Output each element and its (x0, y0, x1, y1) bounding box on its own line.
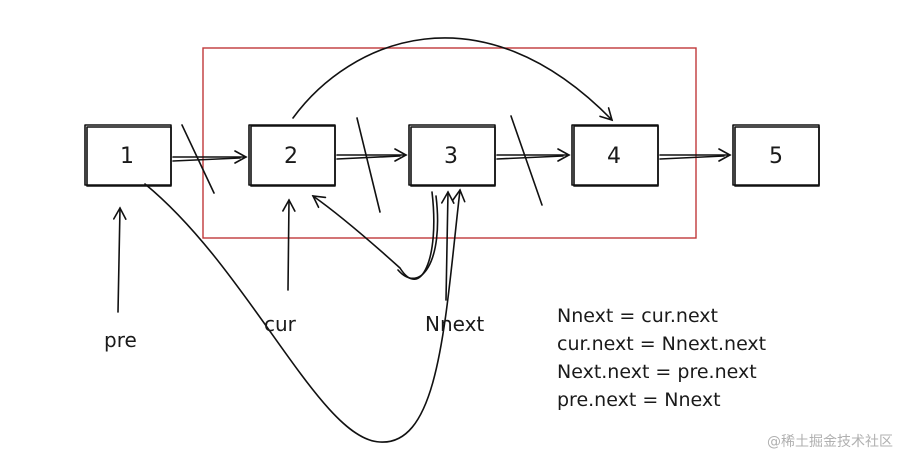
node-2-box (248, 124, 336, 187)
cur-pointer-arrow (282, 198, 296, 291)
highlight-box (202, 47, 697, 239)
node-4-label: 4 (607, 144, 621, 169)
node-5-box (732, 124, 820, 187)
strike-2-3 (356, 117, 381, 213)
pre-label: pre (104, 328, 137, 352)
node-2-label: 2 (284, 144, 298, 169)
node-4-box (571, 124, 659, 187)
strike-1-2 (181, 124, 215, 194)
code-line-3: Next.next = pre.next (557, 361, 757, 383)
node-5-label: 5 (769, 144, 783, 169)
code-line-2: cur.next = Nnext.next (557, 333, 766, 355)
pre-pointer-arrow (112, 206, 127, 313)
nnext-label: Nnext (425, 312, 484, 336)
arrow-1-to-3 (144, 183, 466, 443)
node-1-box (84, 124, 172, 187)
strike-3-4 (510, 115, 543, 206)
nnext-pointer-arrow (440, 190, 455, 301)
node-1-label: 1 (120, 144, 134, 169)
code-line-4: pre.next = Nnext (557, 389, 721, 411)
node-3-box (408, 124, 496, 187)
arrow-2-to-4 (292, 37, 614, 122)
node-3-label: 3 (444, 144, 458, 169)
code-line-1: Nnext = cur.next (557, 305, 718, 327)
watermark: @稀土掘金技术社区 (767, 434, 893, 450)
cur-label: cur (264, 312, 297, 336)
arrow-3-to-2 (311, 191, 435, 280)
